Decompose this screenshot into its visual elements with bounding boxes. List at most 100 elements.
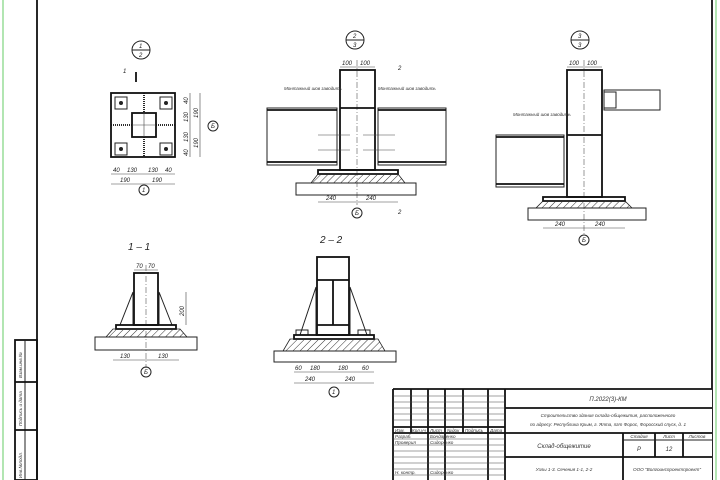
node-1-plan: 1 2 40 130 130 40 190 190 40 130 130 40 … — [110, 40, 219, 196]
sheets-header: Листов — [688, 434, 706, 439]
dimension-label: 40 — [184, 149, 190, 156]
dimension-label: 130 — [120, 354, 131, 360]
dimension-label: 1 — [123, 69, 126, 75]
dimension-label: 190 — [152, 178, 163, 184]
document-code: П.2022(3)-КМ — [589, 397, 626, 403]
title-block-grid — [393, 389, 505, 480]
organization: ООО "Волгоинспроектпроект" — [633, 467, 701, 472]
grout — [105, 328, 188, 338]
person-name: Сидоренко — [430, 440, 454, 445]
dimension-label: 240 — [365, 196, 377, 202]
dimension-label: 40 — [113, 168, 120, 174]
dimension-label: 3 — [353, 43, 357, 49]
dimension-label: 240 — [325, 196, 337, 202]
section-2-2: 2 – 2 60 180 180 60 240 240 1 — [273, 235, 397, 398]
axis-bubble — [328, 386, 340, 398]
column — [339, 69, 376, 171]
dimension-label: Б — [211, 124, 215, 130]
base-plate — [293, 334, 375, 340]
object-name: Склад-общежитие — [537, 444, 591, 450]
dimension-label: 180 — [338, 366, 349, 372]
dimension-label: 1 — [139, 44, 142, 50]
person-name: Бондаренко — [430, 434, 456, 439]
beam-left — [495, 134, 565, 188]
grout — [282, 338, 386, 352]
column-header: Подпись — [465, 428, 484, 433]
dimension-label: 3 — [578, 34, 582, 40]
title-block: Изм. Кол.уч Лист №док Подпись Дата Разра… — [392, 388, 712, 480]
dimension-label: 60 — [362, 366, 369, 372]
dimension-label: 40 — [165, 168, 172, 174]
dimension-label: 240 — [304, 377, 316, 383]
axis-bubble — [207, 120, 219, 132]
gusset-right — [349, 286, 368, 336]
beam-left — [266, 107, 338, 166]
column-header: Изм. — [395, 428, 405, 433]
foundation — [273, 350, 397, 363]
dimension-label: 100 — [569, 61, 580, 67]
dimension-label: Монтажный шов заводить — [284, 85, 342, 91]
dimension-label: 100 — [342, 61, 353, 67]
dimension-label: 3 — [578, 43, 582, 49]
sheet-number: 12 — [666, 447, 673, 453]
sheet-header: Лист — [662, 434, 675, 439]
axis-bubble — [138, 184, 150, 196]
role-label: Проверил — [395, 440, 416, 445]
grout — [535, 200, 633, 209]
section-title: 1 – 1 — [128, 242, 150, 253]
dimension-label: 1 — [142, 188, 145, 194]
section-1-1: 1 – 1 70 70 200 130 130 Б — [94, 242, 198, 378]
project-title-line1: Строительство здания склада-общежития, р… — [541, 413, 676, 418]
stamp-label: Подпись и дата — [18, 391, 23, 426]
dimension-label: 130 — [127, 168, 138, 174]
dimension-label: 100 — [360, 61, 371, 67]
dimension-label: 100 — [587, 61, 598, 67]
dimension-label: 40 — [184, 97, 190, 104]
base-plate — [115, 324, 177, 330]
dimension-label: 1 — [332, 390, 335, 396]
dimension-label: 130 — [148, 168, 159, 174]
grout — [310, 173, 406, 184]
dimension-label: Б — [355, 211, 359, 217]
dimension-label: 190 — [194, 107, 200, 118]
dimension-label: 70 — [148, 264, 155, 270]
column-header: №док — [447, 428, 460, 433]
node-marker-1: 1 2 — [131, 40, 151, 60]
dimension-label: 190 — [120, 178, 131, 184]
dimension-label: 240 — [344, 377, 356, 383]
role-label: Разраб. — [395, 434, 412, 439]
base-plate — [317, 169, 399, 175]
dimension-label: 180 — [310, 366, 321, 372]
dimension-label: 70 — [136, 264, 143, 270]
axis-bubble — [351, 207, 363, 219]
dimension-label: 60 — [295, 366, 302, 372]
node-2-elevation: 2 3 100 100 Монтажный шов заводить Монта… — [266, 30, 447, 219]
dimension-label: Б — [144, 370, 148, 376]
dimension-label: Монтажный шов заводить — [378, 85, 436, 91]
stamp-label: Взам.инв.№ — [18, 352, 23, 378]
column-header: Лист — [429, 428, 442, 433]
dimension-label: Б — [582, 238, 586, 244]
stage-value: Р — [637, 447, 641, 453]
axis-bubble — [578, 234, 590, 246]
foundation — [527, 207, 647, 221]
axis-bubble — [140, 366, 152, 378]
dimension-label: 130 — [184, 131, 190, 142]
stage-header: Стадия — [630, 434, 648, 439]
base-plate — [542, 196, 626, 202]
sheet-title: Узлы 1-3. Сечения 1-1, 2-2 — [536, 467, 593, 472]
column — [566, 69, 603, 198]
role-label: Н. контр. — [395, 470, 416, 475]
node-marker-3: 3 3 — [570, 30, 590, 50]
node-marker-2: 2 3 — [345, 30, 365, 50]
anchor-bolts — [114, 96, 173, 156]
gusset-left — [119, 291, 134, 326]
dimension-label: 240 — [594, 222, 606, 228]
side-stamp: Взам.инв.№ Подпись и дата Инв.№подл. — [14, 339, 38, 480]
beam-right — [603, 89, 661, 111]
dimension-label: 240 — [554, 222, 566, 228]
node-3-elevation: 3 3 100 100 Монтажный шов заводить 240 2… — [495, 30, 661, 246]
dimension-label: 2 — [138, 53, 143, 59]
dimension-label: 2 — [397, 210, 402, 216]
person-name: Сидоренко — [430, 470, 454, 475]
